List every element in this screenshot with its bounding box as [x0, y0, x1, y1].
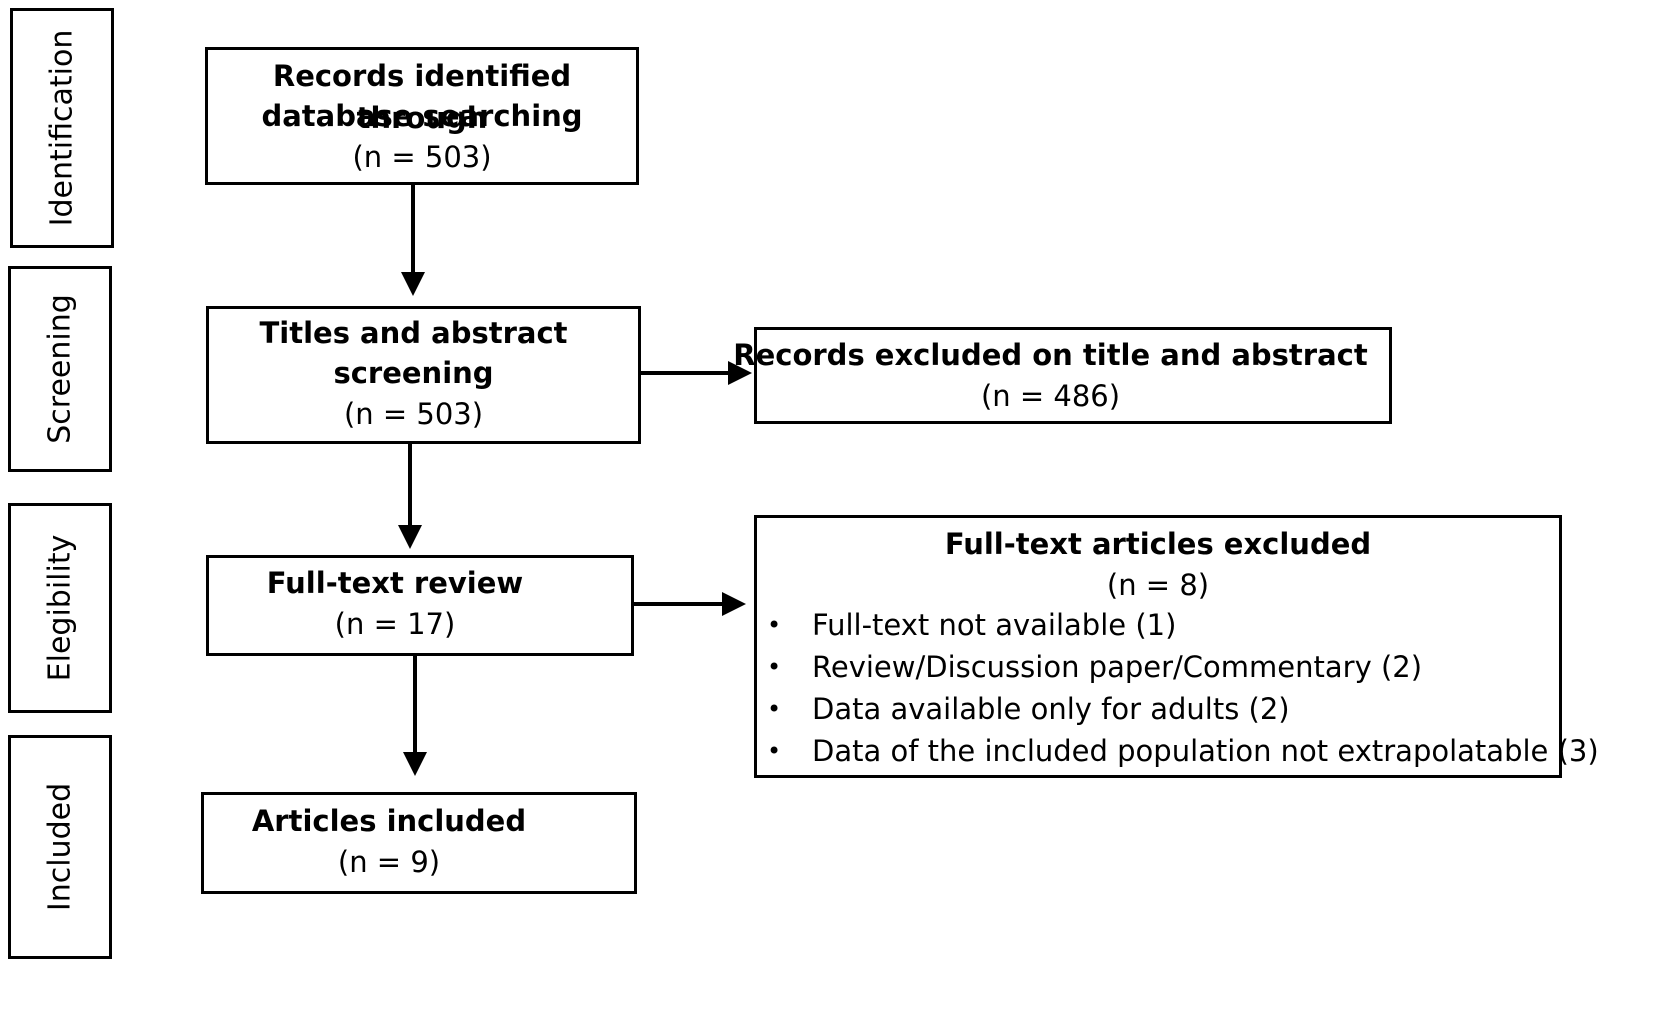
- excluded-title-box: Records excluded on title and abstract (…: [733, 327, 1392, 424]
- exclusion-reason: • Full-text not available (1): [757, 604, 1559, 646]
- screening-line1: Titles and abstract: [259, 316, 568, 350]
- exclusion-reason: • Data available only for adults (2): [757, 688, 1559, 730]
- fulltext-excluded-title: Full-text articles excluded: [944, 527, 1372, 561]
- exclusion-reason-text: Data of the included population not extr…: [812, 734, 1599, 768]
- fulltext-excluded-count: (n = 8): [1106, 568, 1210, 602]
- bullet-icon: •: [767, 695, 782, 723]
- fulltext-line1: Full-text review: [266, 566, 524, 600]
- included-count: (n = 9): [337, 845, 441, 879]
- fulltext-box: Full-text review (n = 17): [206, 555, 634, 656]
- identified-line1: Records identified through: [272, 59, 572, 135]
- fulltext-excluded-box: Full-text articles excluded (n = 8) • Fu…: [754, 515, 1599, 778]
- screening-count: (n = 503): [343, 397, 484, 431]
- exclusion-reason: • Data of the included population not ex…: [757, 730, 1599, 772]
- exclusion-reason-text: Full-text not available (1): [812, 608, 1177, 642]
- bullet-icon: •: [767, 653, 782, 681]
- exclusion-reason-text: Review/Discussion paper/Commentary (2): [812, 650, 1423, 684]
- stage-screening: Screening: [8, 266, 112, 472]
- screening-box: Titles and abstract screening (n = 503): [206, 306, 641, 444]
- identified-box: Records identified through database sear…: [205, 47, 639, 185]
- exclusion-reason-text: Data available only for adults (2): [812, 692, 1290, 726]
- fulltext-count: (n = 17): [334, 607, 456, 641]
- exclusion-reason: • Review/Discussion paper/Commentary (2): [757, 646, 1559, 688]
- stage-eligibility: Elegibility: [8, 503, 112, 713]
- screening-line2: screening: [333, 356, 494, 390]
- bullet-icon: •: [767, 611, 782, 639]
- included-box: Articles included (n = 9): [201, 792, 637, 894]
- bullet-icon: •: [767, 737, 782, 765]
- stage-included: Included: [8, 735, 112, 959]
- exclusion-reasons-list: • Full-text not available (1) • Review/D…: [757, 604, 1599, 772]
- included-line1: Articles included: [251, 804, 527, 838]
- identified-line2: database searching: [261, 99, 583, 133]
- excluded-title-count: (n = 486): [980, 379, 1121, 413]
- stage-identification: Identification: [10, 8, 114, 248]
- identified-count: (n = 503): [352, 140, 492, 174]
- excluded-title-line1: Records excluded on title and abstract: [733, 338, 1368, 372]
